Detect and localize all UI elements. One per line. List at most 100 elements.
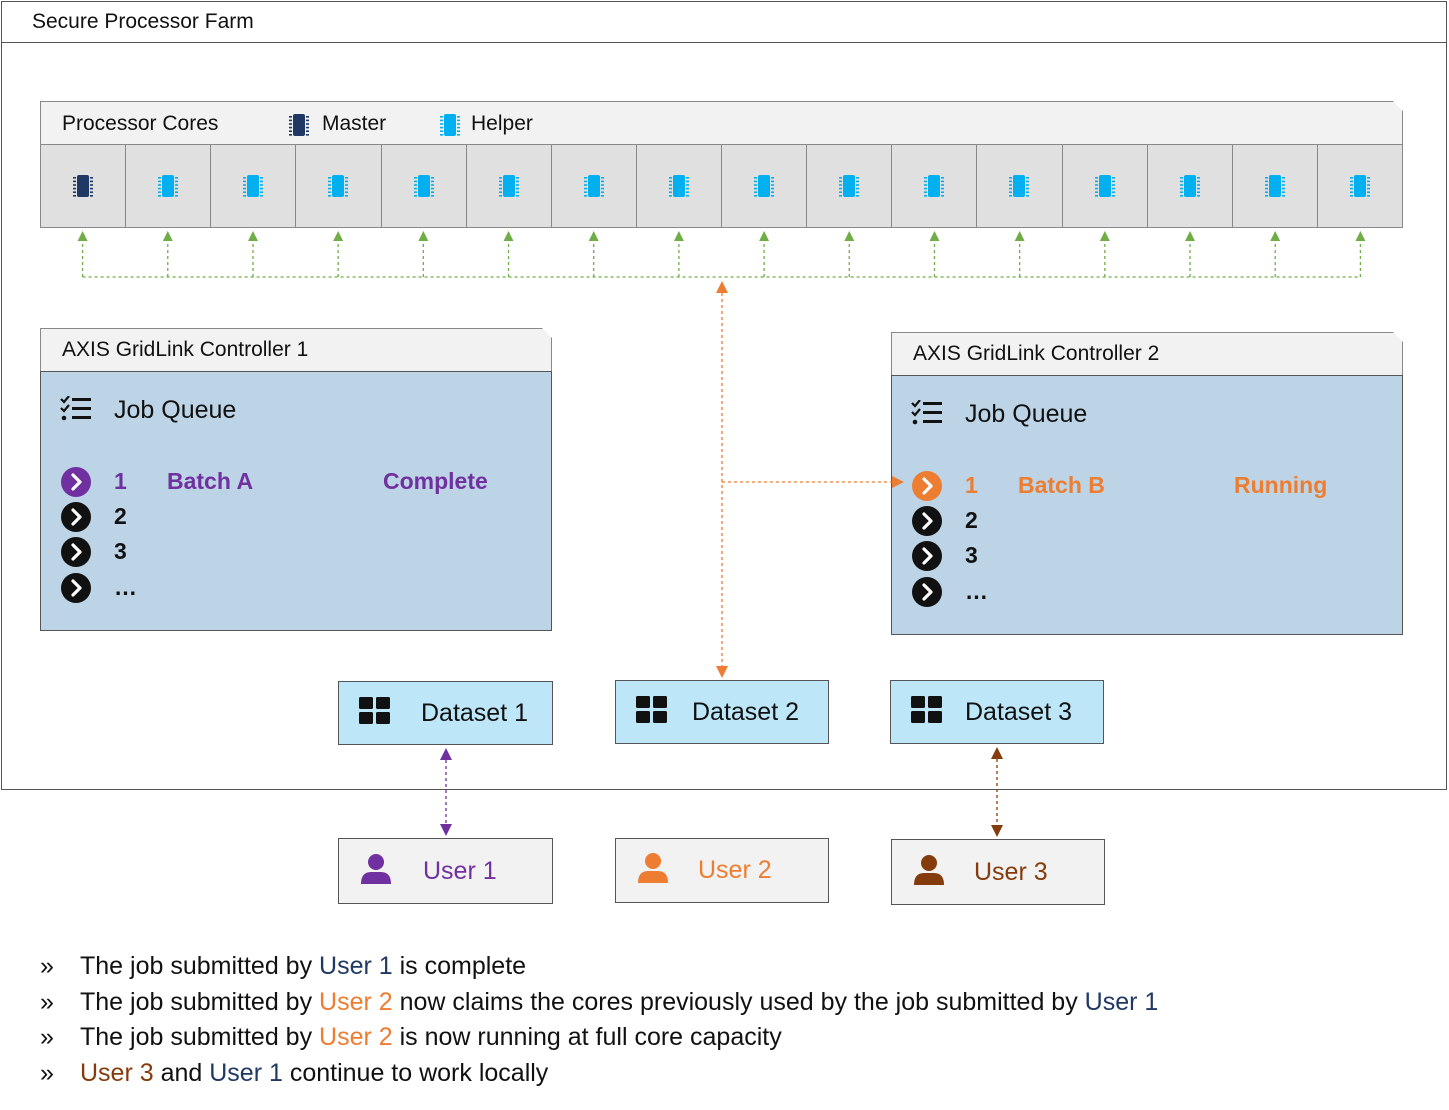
user-icon — [636, 852, 670, 889]
dataset-label: Dataset 1 — [421, 698, 529, 727]
note-text: is complete — [392, 952, 527, 980]
note-3: » The job submitted by User 2 is now runn… — [40, 1023, 782, 1052]
job-queue-row[interactable]: 3 — [912, 541, 1372, 571]
note-user-reference: User 1 — [209, 1059, 283, 1087]
core-cell-10 — [807, 145, 893, 227]
note-2: » The job submitted by User 2 now claims … — [40, 988, 1158, 1017]
farm-title: Secure Processor Farm — [1, 1, 1447, 43]
core-cell-1 — [41, 145, 127, 227]
note-text: is now running at full core capacity — [392, 1023, 782, 1051]
core-cell-14 — [1147, 145, 1233, 227]
core-cell-9 — [722, 145, 808, 227]
job-queue-row[interactable]: 1 Batch A Complete — [61, 467, 521, 497]
processor-core-row — [40, 144, 1403, 228]
job-number: 3 — [114, 538, 127, 564]
master-chip-icon — [73, 175, 94, 197]
job-queue-row[interactable]: 2 — [61, 502, 521, 532]
user-1[interactable]: User 1 — [338, 838, 553, 904]
job-number: 3 — [965, 542, 978, 568]
job-status: Complete — [383, 468, 488, 494]
helper-chip-icon — [243, 175, 264, 197]
checklist-icon — [911, 399, 943, 431]
processor-cores-title: Processor Cores — [62, 112, 219, 135]
chevron-circle-icon — [912, 506, 942, 541]
job-queue-row[interactable]: 2 — [912, 506, 1372, 536]
job-queue-title: Job Queue — [965, 400, 1088, 428]
core-cell-8 — [636, 145, 722, 227]
core-cell-3 — [211, 145, 297, 227]
note-text: The job submitted by — [80, 952, 320, 980]
job-queue-row[interactable]: 3 — [61, 537, 521, 567]
note-user-reference: User 3 — [80, 1059, 154, 1087]
note-bullet: » — [40, 1023, 54, 1051]
core-cell-2 — [126, 145, 212, 227]
dataset-2[interactable]: Dataset 2 — [615, 680, 829, 744]
job-number: 2 — [114, 503, 127, 529]
note-user-reference: User 1 — [319, 952, 393, 980]
chevron-circle-icon — [61, 537, 91, 572]
master-chip-icon — [285, 111, 313, 144]
helper-chip-icon — [754, 175, 775, 197]
chevron-circle-icon — [61, 502, 91, 537]
note-text: and — [153, 1059, 210, 1087]
job-number: 1 — [114, 468, 127, 494]
dataset-1[interactable]: Dataset 1 — [338, 681, 553, 745]
core-cell-11 — [892, 145, 978, 227]
note-bullet: » — [40, 1059, 54, 1087]
helper-chip-icon — [583, 175, 604, 197]
note-user-reference: User 2 — [319, 1023, 393, 1051]
helper-chip-icon — [668, 175, 689, 197]
note-text: The job submitted by — [80, 988, 320, 1016]
dataset-3[interactable]: Dataset 3 — [890, 680, 1104, 744]
note-text: continue to work locally — [282, 1059, 549, 1087]
helper-chip-icon — [498, 175, 519, 197]
core-cell-4 — [296, 145, 382, 227]
chevron-circle-icon — [61, 467, 91, 502]
note-bullet: » — [40, 952, 54, 980]
batch-name: Batch A — [167, 468, 254, 494]
user-label: User 2 — [698, 856, 772, 884]
job-number: 1 — [965, 472, 978, 498]
job-queue-row[interactable]: … — [61, 573, 521, 603]
helper-chip-icon — [1264, 175, 1285, 197]
note-text: The job submitted by — [80, 1023, 320, 1051]
legend-helper-label: Helper — [471, 112, 533, 135]
note-bullet: » — [40, 988, 54, 1016]
job-number: 2 — [965, 507, 978, 533]
core-cell-16 — [1317, 145, 1402, 227]
helper-chip-icon — [1349, 175, 1370, 197]
chevron-circle-icon — [61, 573, 91, 608]
grid-icon — [636, 695, 668, 729]
helper-chip-icon — [413, 175, 434, 197]
note-user-reference: User 2 — [319, 988, 393, 1016]
grid-icon — [911, 695, 943, 729]
note-user-reference: User 1 — [1084, 988, 1159, 1016]
note-1: » The job submitted by User 1 is complete — [40, 952, 526, 981]
controller-1-header: AXIS GridLink Controller 1 — [40, 328, 552, 372]
job-number: … — [965, 578, 988, 604]
checklist-icon — [60, 395, 92, 427]
job-status: Running — [1234, 472, 1328, 498]
controller-2-header: AXIS GridLink Controller 2 — [891, 332, 1403, 376]
core-cell-7 — [551, 145, 637, 227]
controller-2-job-queue — [891, 375, 1403, 635]
helper-chip-icon — [328, 175, 349, 197]
user-label: User 1 — [423, 856, 497, 885]
helper-chip-icon — [1179, 175, 1200, 197]
core-cell-15 — [1232, 145, 1318, 227]
helper-chip-icon — [436, 111, 464, 144]
dataset-label: Dataset 2 — [692, 697, 800, 726]
user-2[interactable]: User 2 — [615, 838, 829, 903]
chevron-circle-icon — [912, 541, 942, 576]
helper-chip-icon — [839, 175, 860, 197]
user-3[interactable]: User 3 — [891, 839, 1105, 905]
note-4: » User 3 and User 1 continue to work loca… — [40, 1059, 548, 1088]
helper-chip-icon — [924, 175, 945, 197]
grid-icon — [359, 696, 391, 730]
job-queue-row[interactable]: … — [912, 577, 1372, 607]
core-cell-5 — [381, 145, 467, 227]
helper-chip-icon — [1009, 175, 1030, 197]
note-text: now claims the cores previously used by … — [392, 988, 1085, 1016]
processor-cores-header — [40, 101, 1403, 145]
